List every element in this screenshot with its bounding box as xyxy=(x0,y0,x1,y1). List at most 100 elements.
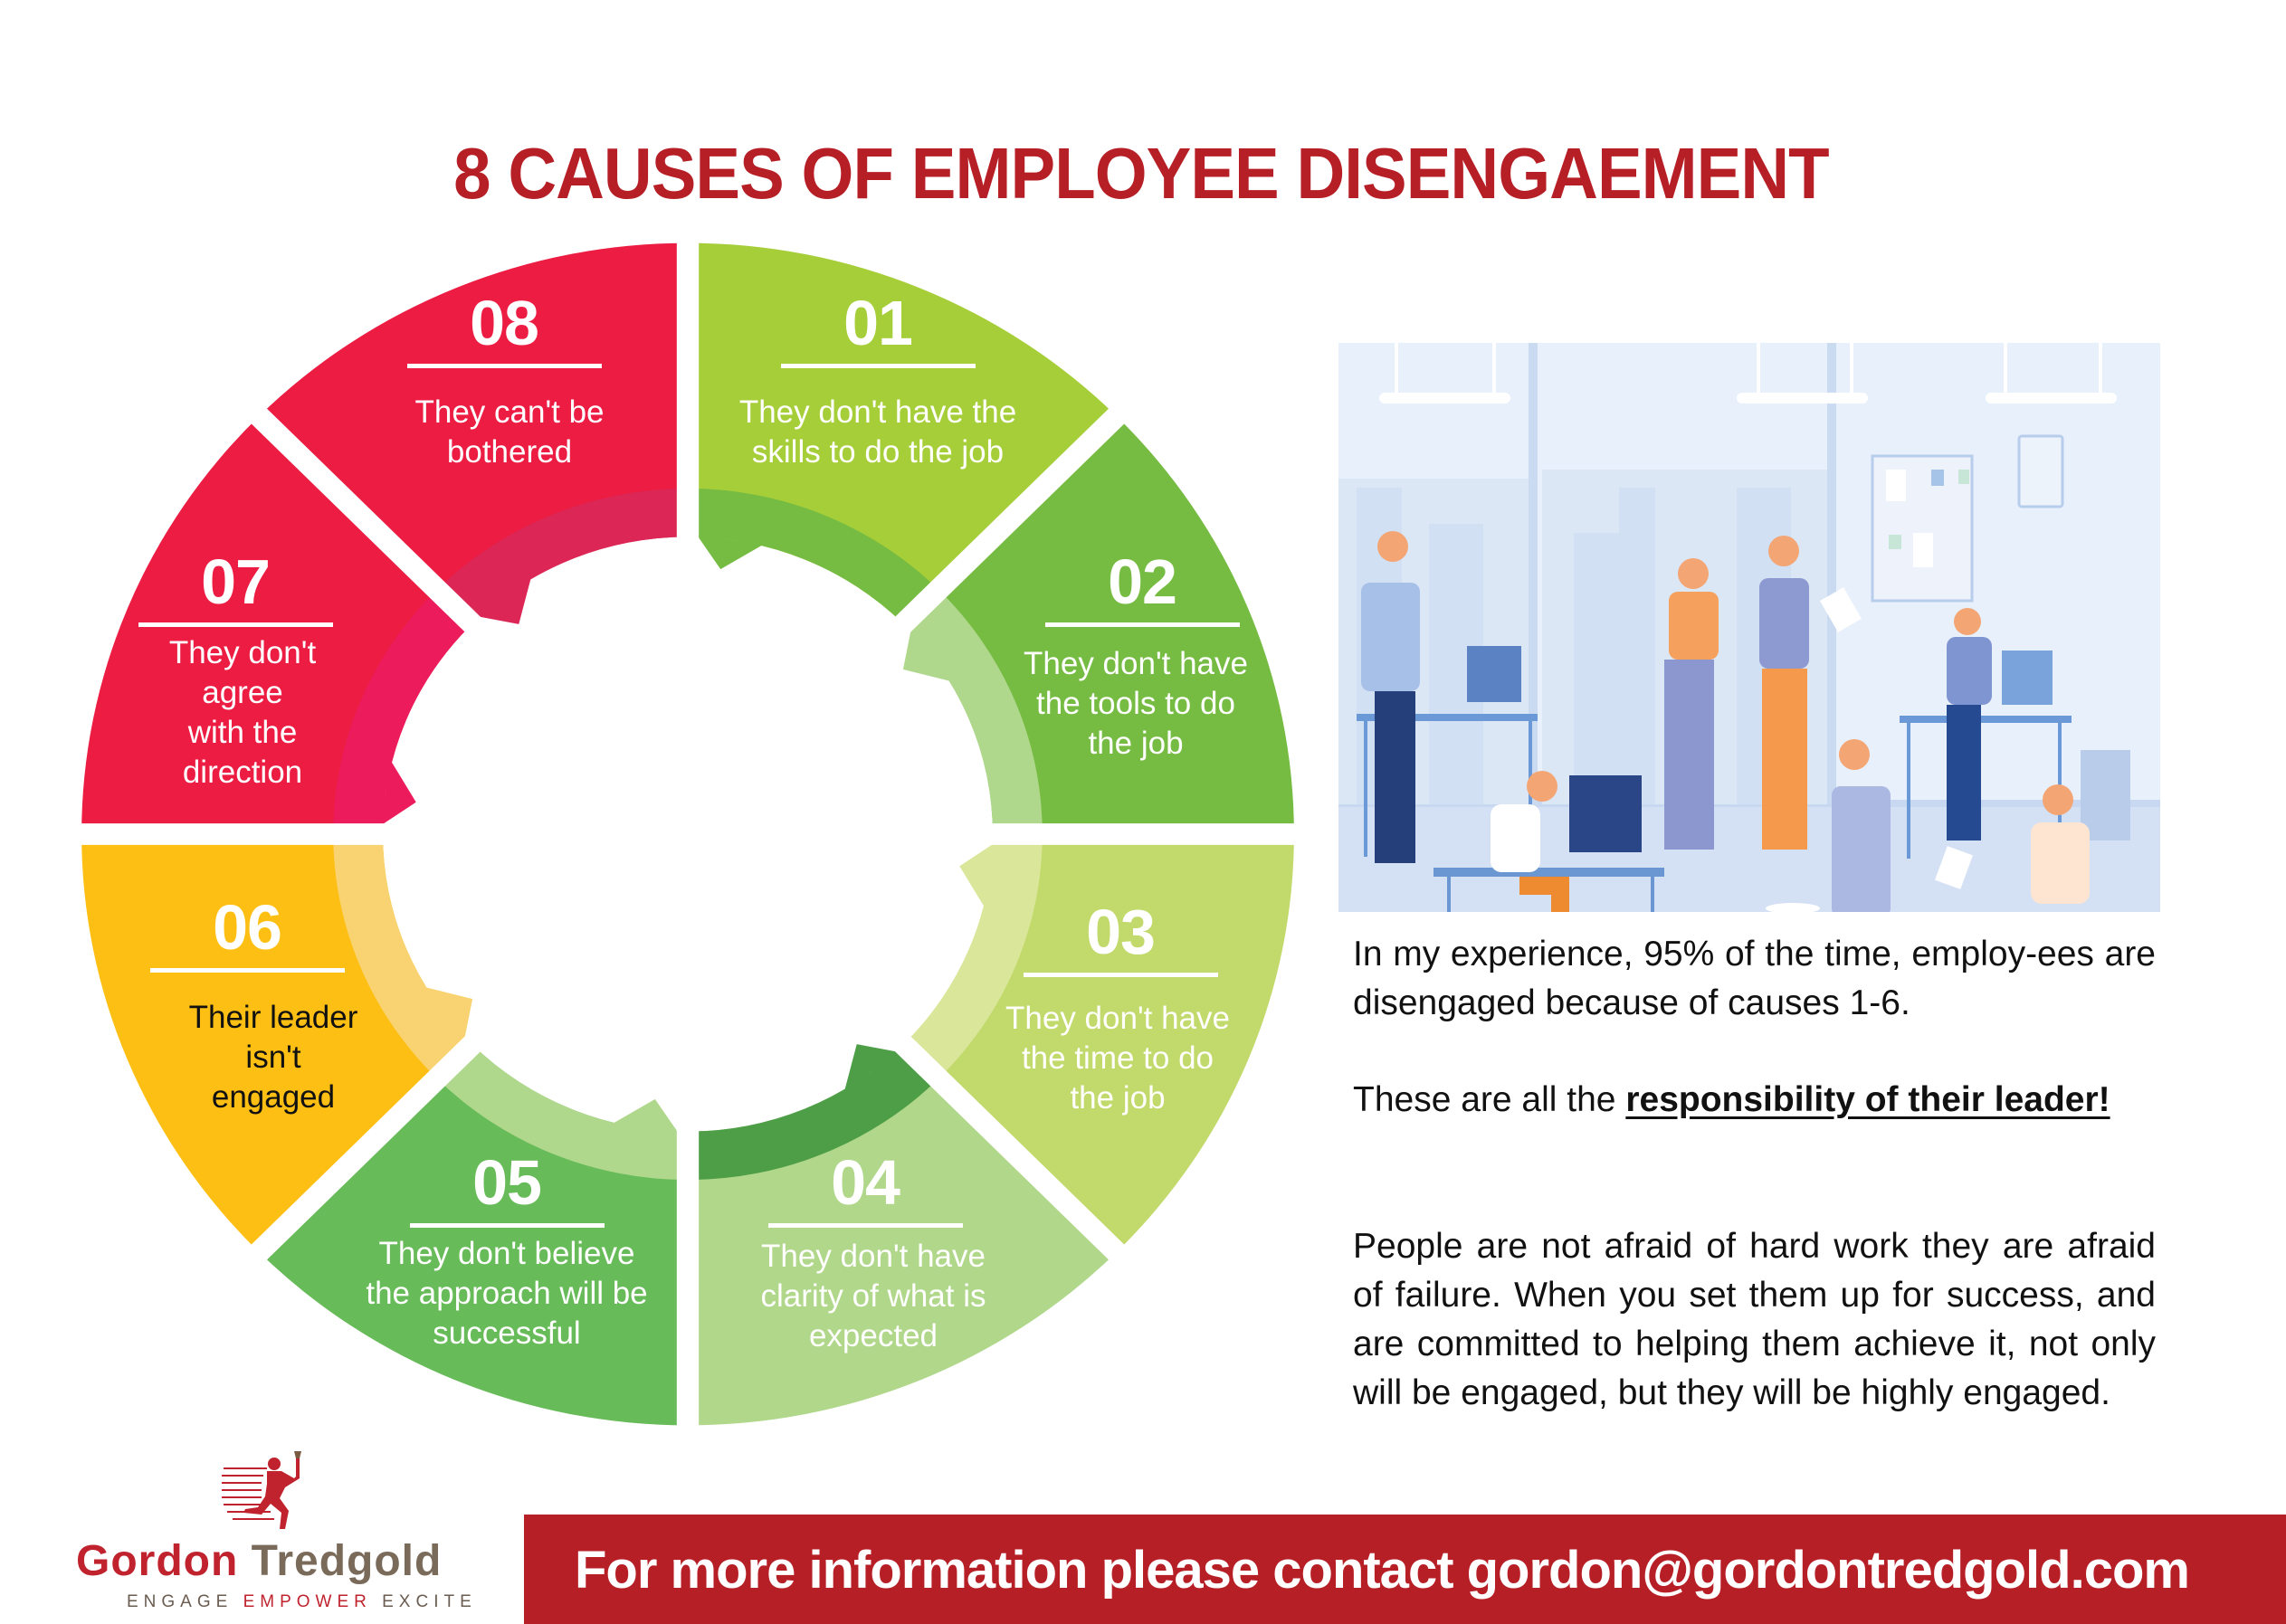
segment-number: 02 xyxy=(1108,546,1177,617)
wheel-divider xyxy=(869,395,1138,657)
wheel-divider xyxy=(238,1011,507,1273)
segment-line: the tools to do xyxy=(1036,686,1235,721)
person-woman-pointing xyxy=(2031,784,2090,904)
segment-02-text: They don't have the tools to do the job xyxy=(1005,644,1267,764)
wheel-divider xyxy=(238,395,507,657)
segment-04-text: They don't have clarity of what is expec… xyxy=(729,1237,1018,1356)
segment-underline xyxy=(1044,622,1240,627)
wheel-arrow-01 xyxy=(697,535,764,570)
segment-04: 04 xyxy=(766,1151,965,1246)
tagline-engage: ENGAGE xyxy=(127,1592,243,1611)
segment-line: the job xyxy=(1088,726,1184,761)
segment-number: 07 xyxy=(201,546,271,617)
person-confused xyxy=(1361,531,1420,863)
segment-underline xyxy=(138,622,333,627)
segment-line: They don't have xyxy=(1005,1001,1230,1036)
wheel-arrow-06 xyxy=(424,986,473,1040)
segment-line: the approach will be xyxy=(366,1276,648,1311)
person-woman-talking xyxy=(1664,558,1719,850)
segment-06-text: Their leader isn't engaged xyxy=(174,998,373,1117)
segment-number: 01 xyxy=(843,288,913,358)
segment-number: 06 xyxy=(213,892,282,963)
wheel-hole xyxy=(384,537,992,1131)
segment-underline xyxy=(406,364,602,368)
segment-underline xyxy=(1023,973,1218,977)
gordon-tredgold-logo[interactable]: Gordon Tredgold ENGAGE EMPOWER EXCITE xyxy=(54,1448,525,1619)
wheel-arrow-08 xyxy=(477,576,532,624)
segment-underline xyxy=(409,1223,605,1228)
segment-01: 01 xyxy=(778,291,977,386)
segment-line: isn't xyxy=(245,1040,301,1075)
segment-line: They can't be xyxy=(414,394,605,430)
wheel-arrow-03 xyxy=(959,842,995,908)
segment-line: direction xyxy=(182,755,303,790)
segment-07-text: They don't agree with the direction xyxy=(143,633,342,793)
wheel-arrow-02 xyxy=(902,629,952,682)
tagline-empower: EMPOWER xyxy=(243,1592,372,1611)
body-paragraph-2-prefix: These are all the xyxy=(1353,1080,1626,1119)
page-title: 8 CAUSES OF EMPLOYEE DISENGAEMENT xyxy=(453,132,1829,214)
segment-05-text: They don't believe the approach will be … xyxy=(348,1234,665,1353)
office-scene-icon xyxy=(1338,343,2160,912)
office-illustration xyxy=(1338,343,2160,912)
wheel-arrow-05 xyxy=(612,1098,679,1134)
segment-02: 02 xyxy=(1043,550,1242,645)
segment-line: They don't believe xyxy=(378,1236,635,1271)
logo-last-name: Tredgold xyxy=(251,1537,443,1585)
segment-line: agree xyxy=(202,675,283,710)
segment-line: bothered xyxy=(446,434,573,470)
segment-03-text: They don't have the time to do the job xyxy=(986,999,1249,1118)
person-woman-phone xyxy=(1947,608,1992,840)
segment-line: They don't have xyxy=(761,1239,986,1274)
wheel-band-01 xyxy=(688,488,939,624)
person-woman-sitting xyxy=(1491,771,1569,912)
wheel-band-06 xyxy=(333,834,472,1079)
segment-line: expected xyxy=(808,1318,938,1353)
tagline-excite: EXCITE xyxy=(371,1592,477,1611)
body-paragraph-1: In my experience, 95% of the time, emplo… xyxy=(1353,935,2156,1022)
person-man-talking xyxy=(1759,536,1809,850)
wheel-band-05 xyxy=(436,1044,689,1181)
wheel-band-03 xyxy=(903,834,1043,1079)
wheel-band-02 xyxy=(903,589,1043,834)
person-frustrated xyxy=(1832,739,1891,912)
wheel-band-04 xyxy=(688,1044,939,1181)
segment-line: engaged xyxy=(211,1079,336,1115)
segment-line: the job xyxy=(1070,1080,1166,1116)
segment-06: 06 xyxy=(148,896,347,991)
logo-wordmark: Gordon Tredgold xyxy=(76,1536,442,1586)
segment-01-text: They don't have the skills to do the job xyxy=(715,393,1041,472)
segment-line: They don't have xyxy=(1024,646,1248,681)
wheel-arrow-07 xyxy=(381,760,416,826)
wheel-band-07 xyxy=(333,589,472,834)
wheel-divider xyxy=(869,1011,1138,1273)
segment-number: 08 xyxy=(470,288,539,358)
contact-footer-bar: For more information please contact gord… xyxy=(524,1515,2286,1624)
segment-number: 05 xyxy=(472,1147,542,1218)
segment-07: 07 xyxy=(136,550,335,645)
wheel-arrow-04 xyxy=(843,1044,899,1092)
body-paragraph-2: These are all the responsibility of thei… xyxy=(1353,1076,2156,1125)
wheel-band-08 xyxy=(436,488,689,624)
segment-line: clarity of what is xyxy=(760,1278,986,1314)
segment-number: 03 xyxy=(1086,897,1156,967)
segment-08-text: They can't be bothered xyxy=(383,393,636,472)
segment-underline xyxy=(149,968,345,973)
body-paragraph-3: People are not afraid of hard work they … xyxy=(1353,1227,2156,1412)
segment-number: 04 xyxy=(831,1147,900,1218)
segment-line: with the xyxy=(187,715,298,750)
logo-tagline: ENGAGE EMPOWER EXCITE xyxy=(127,1592,477,1612)
segment-line: Their leader xyxy=(188,1000,358,1035)
runner-torch-icon xyxy=(222,1451,301,1529)
segment-line: successful xyxy=(433,1315,581,1351)
segment-underline xyxy=(767,1223,963,1228)
contact-link[interactable]: For more information please contact gord… xyxy=(575,1541,2190,1600)
segment-underline xyxy=(780,364,976,368)
segment-08: 08 xyxy=(405,291,604,386)
segment-line: the time to do xyxy=(1021,1040,1214,1076)
segment-03: 03 xyxy=(1021,900,1220,995)
segment-line: They don't have the xyxy=(738,394,1017,430)
logo-first-name: Gordon xyxy=(76,1537,239,1585)
segment-line: They don't xyxy=(168,635,317,670)
